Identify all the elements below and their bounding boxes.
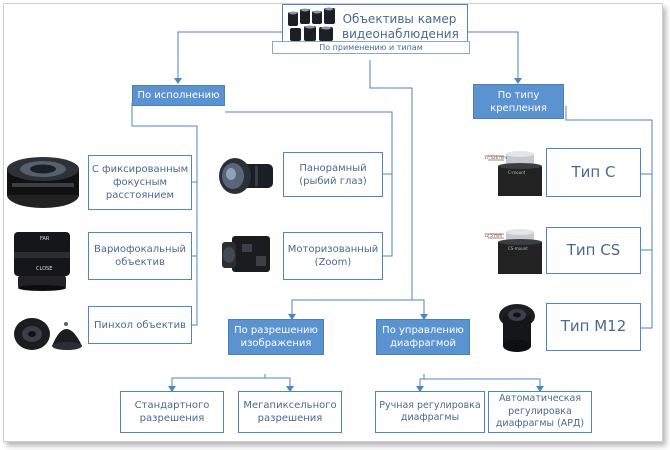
pinhole-lens-icon [14,318,82,350]
arrowhead-mega [286,386,294,392]
far-label: FAR [40,236,50,242]
category-mount: По типу крепления [473,84,564,119]
connector-aperture-auto [423,374,541,386]
connector-root-execution [177,31,282,78]
varifocal-lens-icon [14,232,70,291]
connector-root-mount [468,31,519,78]
connector-root-middle [291,60,413,314]
arrowhead-resolution [288,314,296,320]
motorized-lens-icon [222,236,270,272]
item-megapixel-resolution: Мегапиксельного разрешения [238,391,342,433]
item-pinhole: Пинхол объектив [88,306,192,344]
fisheye-lens-icon [219,158,273,194]
item-fixed-focal: С фиксированным фокусным расстоянием [88,155,192,210]
connector-execution-left [131,103,198,326]
item-manual-aperture: Ручная регулировка диафрагмы [375,391,485,433]
arrowhead-auto [536,386,544,392]
item-varifocal: Вариофокальный объектив [88,232,192,280]
c-mount-icon [486,151,542,196]
cs-dimension-label: 12.5 mm [484,233,502,238]
connector-mount [565,106,653,329]
fixed-lens-icon [7,157,79,208]
arrowhead-standard [168,386,176,392]
connector-middle-aperture [412,299,425,314]
c-dimension-label: 17.526 mm [484,155,508,160]
item-mount-m12: Тип М12 [546,303,641,351]
close-label: CLOSE [36,266,53,272]
arrowhead-mount [514,78,522,84]
connector-resolution-standard [171,374,266,386]
item-auto-aperture: Автоматическая регулировка диафрагмы (АР… [488,391,592,433]
cs-mount-label: CS-mount [508,246,528,251]
item-motorized: Моторизованный (Zoom) [283,232,383,280]
cs-mount-icon [486,229,542,274]
m12-lens-icon [499,304,535,352]
c-mount-label: C-mount [508,170,526,175]
root-title: Объективы камер видеонаблюдения [342,12,459,41]
root-subtitle: По применению и типам [272,41,470,54]
arrowhead-aperture [420,314,428,320]
connector-resolution-mega [264,374,291,386]
lens-group-icon [288,7,335,41]
category-aperture: По управлению диафрагмой [376,319,470,355]
item-mount-c: Тип С [546,148,641,197]
arrowhead-manual [416,386,424,392]
item-fisheye: Панорамный (рыбий глаз) [283,152,383,197]
connector-execution-right [225,111,393,257]
item-standard-resolution: Стандартного разрешения [120,391,224,433]
item-mount-cs: Тип CS [546,227,641,274]
connector-aperture-manual [419,374,425,386]
category-execution: По исполнению [132,85,225,106]
category-resolution: По разрешению изображения [228,319,324,355]
diagram-frame [3,3,663,442]
arrowhead-execution [174,78,182,84]
